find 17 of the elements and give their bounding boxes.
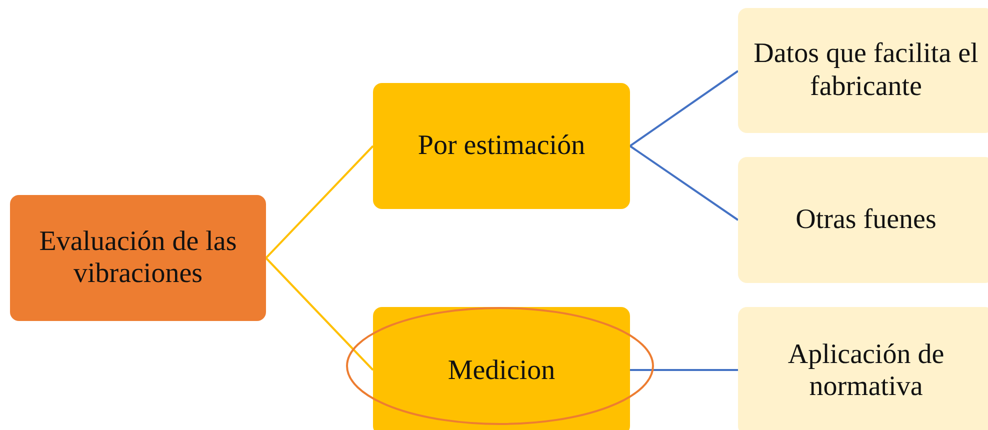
connector-line (265, 257, 374, 371)
concept-box (373, 307, 630, 430)
concept-box (10, 195, 266, 321)
box-label: Otras fuenes (796, 204, 936, 236)
box-label: Aplicación de normativa (786, 338, 946, 404)
connector-line (629, 145, 739, 221)
concept-box (738, 8, 988, 133)
concept-box (373, 83, 630, 209)
connector-line (265, 145, 374, 259)
box-label: Datos que facilita el fabricante (752, 38, 980, 103)
box-label: Evaluación de las vibraciones (38, 226, 238, 290)
concept-box (738, 307, 988, 430)
box-label: Medicion (448, 354, 556, 388)
concept-box (738, 157, 988, 283)
connector-line (629, 70, 739, 147)
box-label: Por estimación (418, 130, 586, 162)
connector-line (630, 369, 738, 371)
